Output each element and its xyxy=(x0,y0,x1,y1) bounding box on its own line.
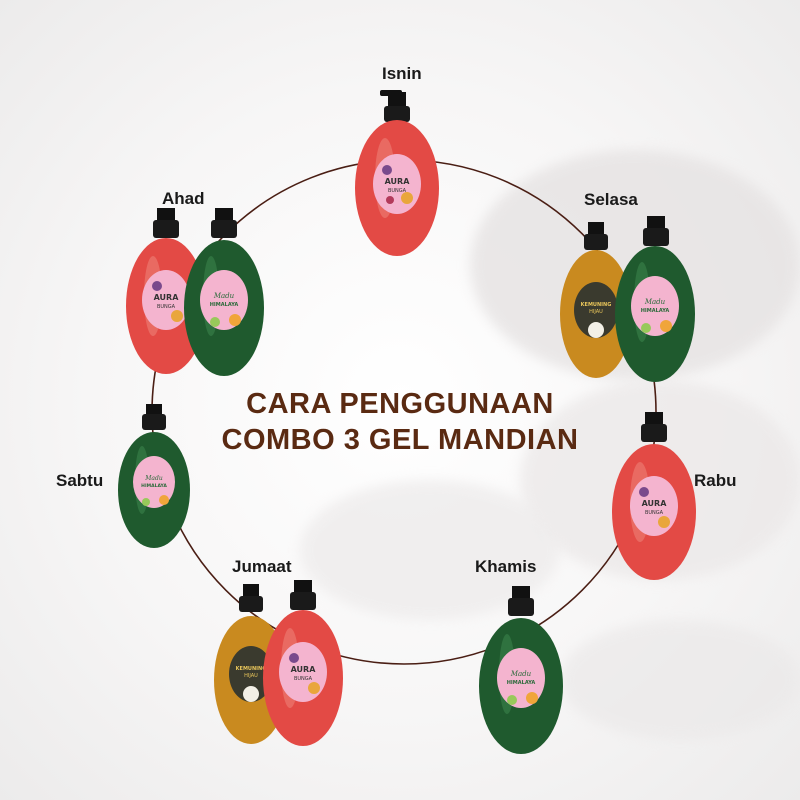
svg-text:Madu: Madu xyxy=(144,475,163,482)
bottle-aura-bunga: AURA BUNGA xyxy=(355,90,439,256)
svg-text:BUNGA: BUNGA xyxy=(294,676,313,682)
bottle-label-text: AURA xyxy=(385,177,411,186)
day-label-sabtu: Sabtu xyxy=(56,471,104,490)
headline-line-1: CARA PENGGUNAAN xyxy=(246,388,554,420)
bottle-aura-bunga: AURA BUNGA xyxy=(263,580,343,746)
bottle-aura-bunga: AURA BUNGA xyxy=(612,412,696,580)
svg-text:HIMALAYA: HIMALAYA xyxy=(507,680,536,686)
svg-text:BUNGA: BUNGA xyxy=(645,510,664,516)
day-label-ahad: Ahad xyxy=(162,189,205,208)
svg-text:KEMUNING: KEMUNING xyxy=(236,666,267,672)
bottle-aura-bunga: AURA BUNGA xyxy=(126,208,206,374)
svg-text:HIMALAYA: HIMALAYA xyxy=(141,483,167,489)
bottle-madu-himalaya: Madu HIMALAYA xyxy=(615,216,695,382)
bottle-kemuning-hijau: KEMUNING HIJAU xyxy=(560,222,632,378)
bottle-madu-himalaya: Madu HIMALAYA xyxy=(118,404,190,548)
svg-text:AURA: AURA xyxy=(154,293,180,302)
bottle-madu-himalaya: Madu HIMALAYA xyxy=(479,586,563,754)
svg-text:BUNGA: BUNGA xyxy=(157,304,176,310)
bottle-madu-himalaya: Madu HIMALAYA xyxy=(184,208,264,376)
svg-text:KEMUNING: KEMUNING xyxy=(581,302,612,308)
day-label-isnin: Isnin xyxy=(382,64,422,83)
svg-text:Madu: Madu xyxy=(644,298,666,306)
svg-text:Madu: Madu xyxy=(213,292,235,300)
day-label-jumaat: Jumaat xyxy=(232,557,292,576)
foam-hand-background xyxy=(560,620,800,740)
svg-text:HIMALAYA: HIMALAYA xyxy=(641,308,670,314)
day-label-selasa: Selasa xyxy=(584,190,638,209)
svg-text:HIJAU: HIJAU xyxy=(244,673,258,679)
day-label-rabu: Rabu xyxy=(694,471,737,490)
headline-line-2: COMBO 3 GEL MANDIAN xyxy=(221,424,579,456)
svg-text:Madu: Madu xyxy=(510,670,532,678)
svg-text:BUNGA: BUNGA xyxy=(388,188,407,194)
svg-text:AURA: AURA xyxy=(642,499,668,508)
svg-text:AURA: AURA xyxy=(291,665,317,674)
day-label-khamis: Khamis xyxy=(475,557,537,576)
svg-text:HIJAU: HIJAU xyxy=(589,309,603,315)
svg-text:HIMALAYA: HIMALAYA xyxy=(210,302,239,308)
headline: CARA PENGGUNAAN COMBO 3 GEL MANDIAN xyxy=(0,386,800,458)
